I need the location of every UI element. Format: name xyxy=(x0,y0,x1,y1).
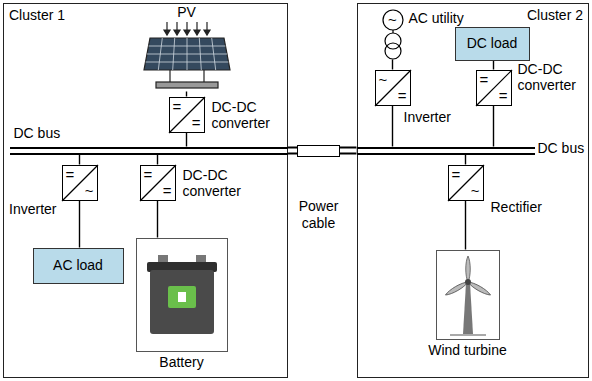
converter-label: DC-DC converter xyxy=(183,167,255,201)
conversion-symbol: = xyxy=(398,88,407,103)
source-label: AC utility xyxy=(409,10,464,27)
wire xyxy=(157,155,158,165)
wire-line xyxy=(493,61,494,70)
wire xyxy=(493,106,494,147)
wire-line xyxy=(493,106,494,147)
cluster-label: Cluster 1 xyxy=(9,7,65,24)
bus-label: DC bus xyxy=(14,125,61,142)
conversion-symbol: = xyxy=(499,88,508,103)
wind-turbine-drawing xyxy=(444,256,491,335)
conversion-symbol: ~ xyxy=(381,12,405,27)
wire-line xyxy=(79,201,80,248)
rectifier-label: Rectifier xyxy=(491,199,542,216)
dc-bus: DC bus xyxy=(10,147,288,155)
wire xyxy=(493,61,494,70)
wire xyxy=(79,155,80,165)
conversion-symbol: = xyxy=(452,167,461,182)
conversion-symbol: ~ xyxy=(379,72,388,87)
inverter-label: Inverter xyxy=(404,109,451,126)
power-cable: Power cable xyxy=(297,145,340,157)
wire xyxy=(186,133,187,147)
dc-bus-cable xyxy=(340,150,357,151)
wire-line xyxy=(392,106,393,147)
rectifier: =~Rectifier xyxy=(448,165,484,201)
wire xyxy=(392,106,393,147)
wire xyxy=(465,201,466,250)
dc-dc-converter: ==DC-DC converter xyxy=(169,97,205,133)
battery-drawing xyxy=(147,255,217,334)
battery: Battery xyxy=(136,238,228,352)
converter-label: DC-DC converter xyxy=(212,99,284,133)
cable-label: Power cable xyxy=(294,198,344,232)
cluster-box: Cluster 1 PV = = DC-DC converter DC bus = ~ Inve… xyxy=(3,3,288,378)
bus-gap xyxy=(288,149,298,153)
wire-line xyxy=(157,155,158,165)
wire xyxy=(392,60,393,70)
conversion-symbol: ~ xyxy=(471,183,480,198)
wire xyxy=(79,201,80,248)
converter-diagonals xyxy=(62,70,512,201)
cluster-label: Cluster 2 xyxy=(527,7,583,24)
wire-line xyxy=(157,201,158,238)
pv-panel: PV xyxy=(140,4,234,92)
wind-turbine: Wind turbine xyxy=(436,250,500,340)
wire-line xyxy=(186,133,187,147)
bus-line xyxy=(340,147,357,155)
conversion-symbol: = xyxy=(144,167,153,182)
bus-line xyxy=(288,147,298,155)
inverter: =~Inverter xyxy=(62,165,98,201)
battery-label: Battery xyxy=(159,354,203,371)
inverter-label: Inverter xyxy=(9,201,56,218)
conversion-symbol: = xyxy=(66,167,75,182)
bus-gap xyxy=(340,149,357,153)
dc-bus: DC bus xyxy=(357,147,535,155)
wire-line xyxy=(465,201,466,250)
wire-line xyxy=(392,60,393,70)
load-label: DC load xyxy=(467,35,518,52)
turbine-label: Wind turbine xyxy=(428,342,507,359)
pv-label: PV xyxy=(140,4,234,21)
load-label: AC load xyxy=(53,257,103,274)
ac-utility-source: ~AC utility xyxy=(381,8,405,60)
conversion-symbol: = xyxy=(163,183,172,198)
wire-line xyxy=(465,155,466,165)
wire-line xyxy=(79,155,80,165)
load-box: AC load xyxy=(33,248,124,284)
dc-bus-cable xyxy=(288,150,298,151)
load-box: DC load xyxy=(455,27,530,61)
wire xyxy=(465,155,466,165)
dc-dc-converter: ==DC-DC converter xyxy=(476,70,512,106)
conversion-symbol: = xyxy=(480,72,489,87)
dc-dc-converter: ==DC-DC converter xyxy=(140,165,176,201)
conversion-symbol: = xyxy=(173,99,182,114)
bus-label: DC bus xyxy=(538,140,585,157)
inverter: ~=Inverter xyxy=(375,70,411,106)
conversion-symbol: ~ xyxy=(85,183,94,198)
pv-panel-drawing xyxy=(144,22,230,88)
cluster-box: Cluster 2~AC utility~=InverterDC load==D… xyxy=(357,3,589,378)
wire xyxy=(157,201,158,238)
converter-label: DC-DC converter xyxy=(518,61,588,95)
conversion-symbol: = xyxy=(192,115,201,130)
